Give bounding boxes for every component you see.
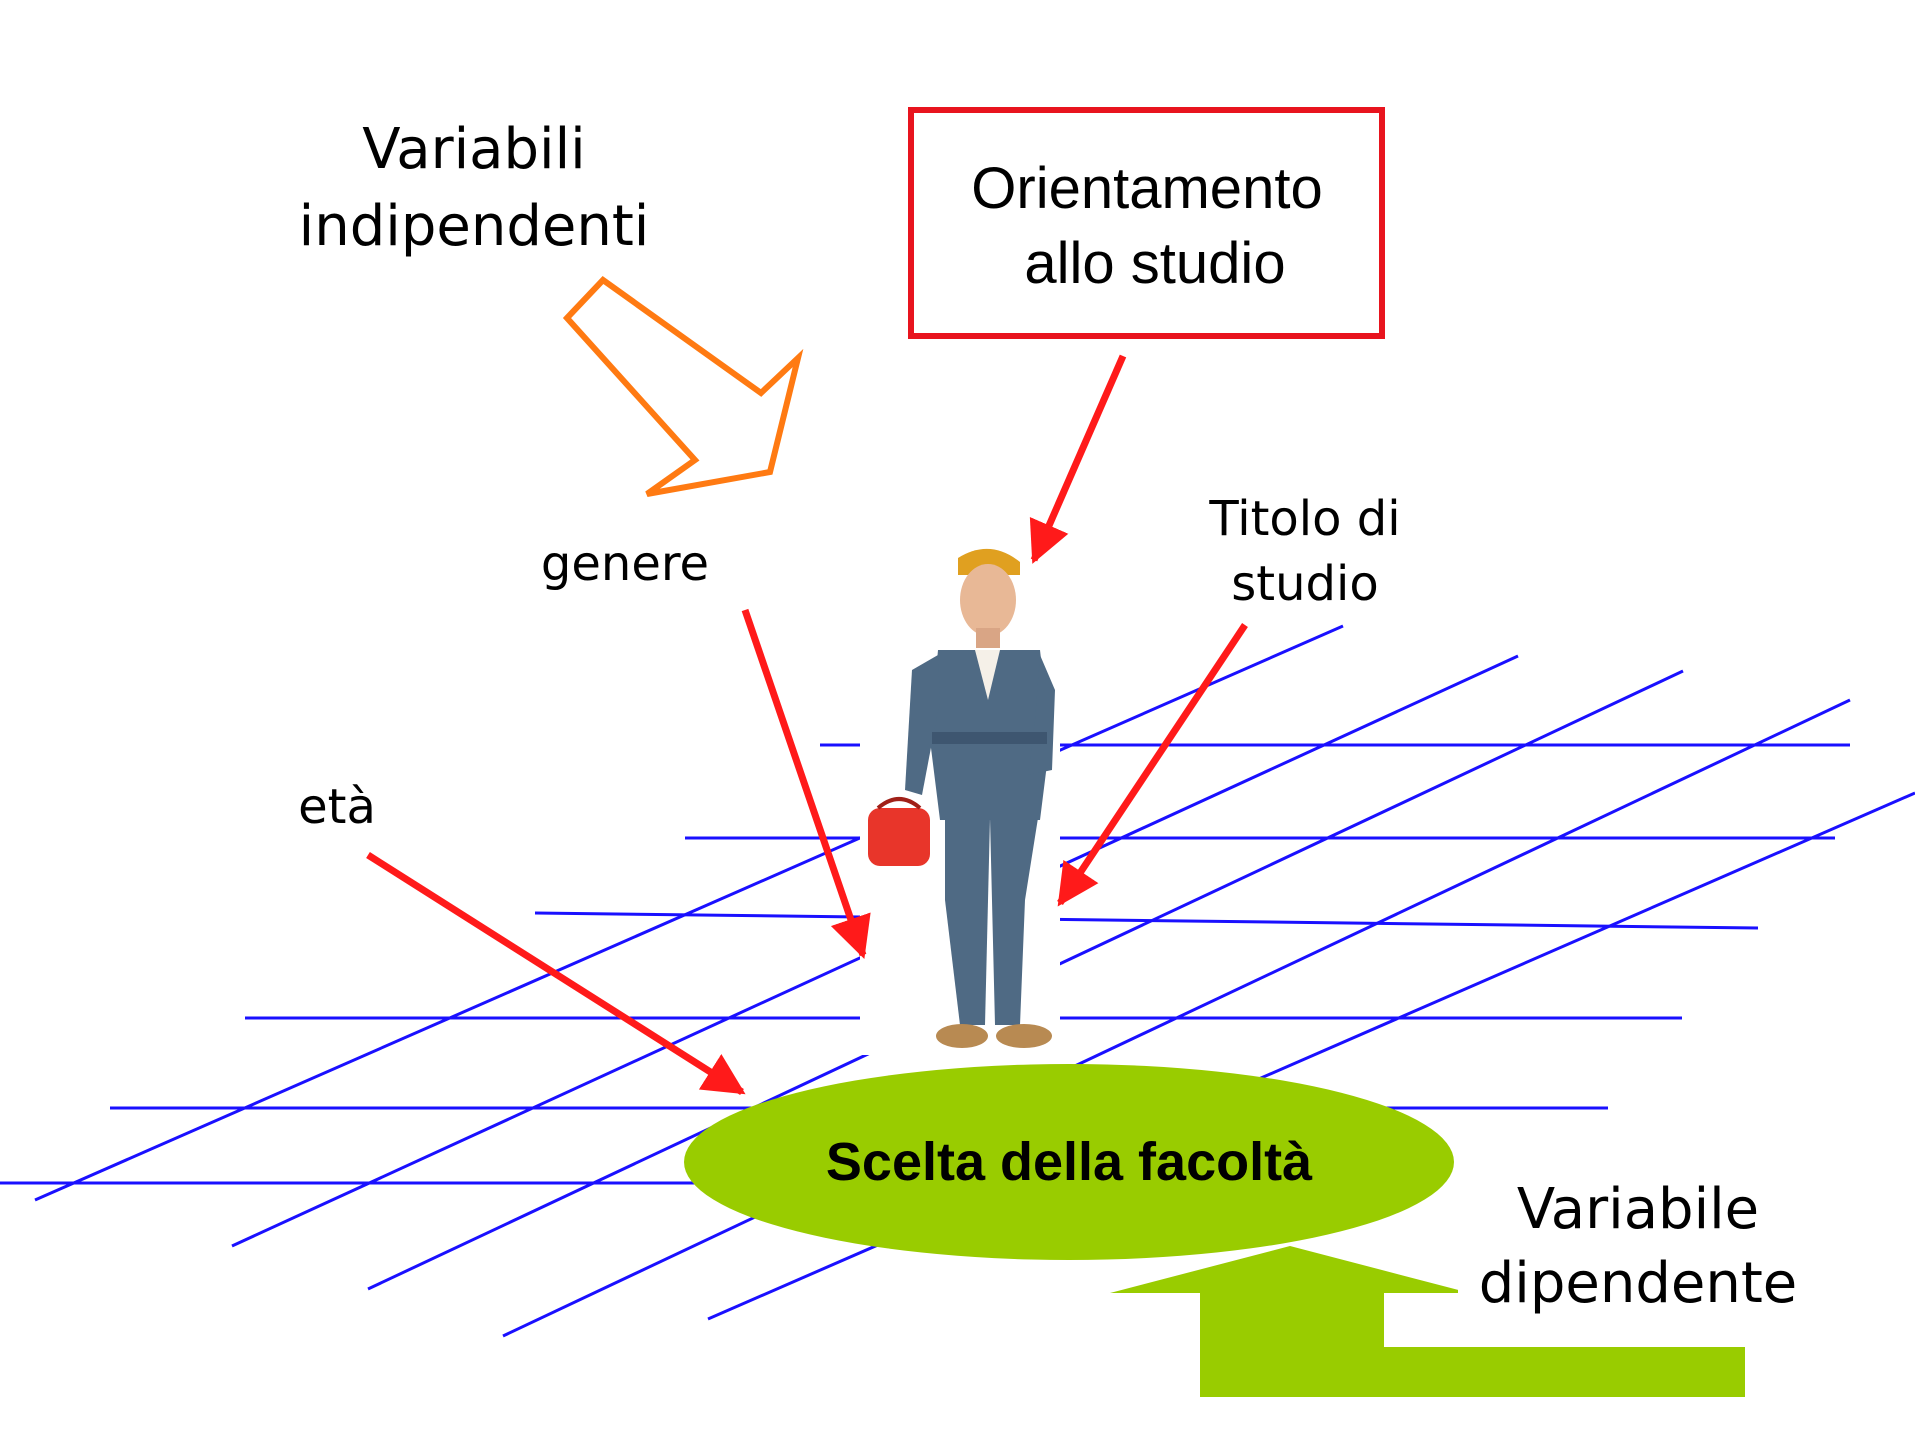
grid-horizontal-line <box>534 911 1759 930</box>
education-arrow <box>1057 623 1248 907</box>
independent-label-line2: indipendenti <box>299 194 650 259</box>
education-label-line1: Titolo di <box>1208 491 1400 547</box>
grid-diagonal-line <box>34 624 1344 1202</box>
education-label-line2: studio <box>1231 556 1378 612</box>
independent-label-line1: Variabili <box>362 117 585 182</box>
orientation-box <box>908 107 1385 339</box>
gender-arrow <box>741 608 871 959</box>
dependent-label-line2: dipendente <box>1479 1251 1798 1316</box>
choice-ellipse <box>684 1064 1454 1260</box>
dependent-label-line1: Variabile <box>1517 1177 1759 1242</box>
orientation-label-line2: allo studio <box>1024 231 1285 296</box>
gender-label: genere <box>541 536 709 592</box>
orientation-label-line1: Orientamento <box>971 156 1322 221</box>
age-label: età <box>298 779 376 835</box>
grid-diagonal-line <box>502 698 1851 1338</box>
choice-label: Scelta della facoltà <box>826 1132 1313 1192</box>
worker-in-overalls-icon <box>860 545 1060 1055</box>
independent-down-arrow <box>562 276 804 497</box>
dependent-up-arrow <box>1110 1246 1745 1397</box>
age-arrow <box>366 852 746 1095</box>
orientation-arrow <box>1029 354 1127 564</box>
